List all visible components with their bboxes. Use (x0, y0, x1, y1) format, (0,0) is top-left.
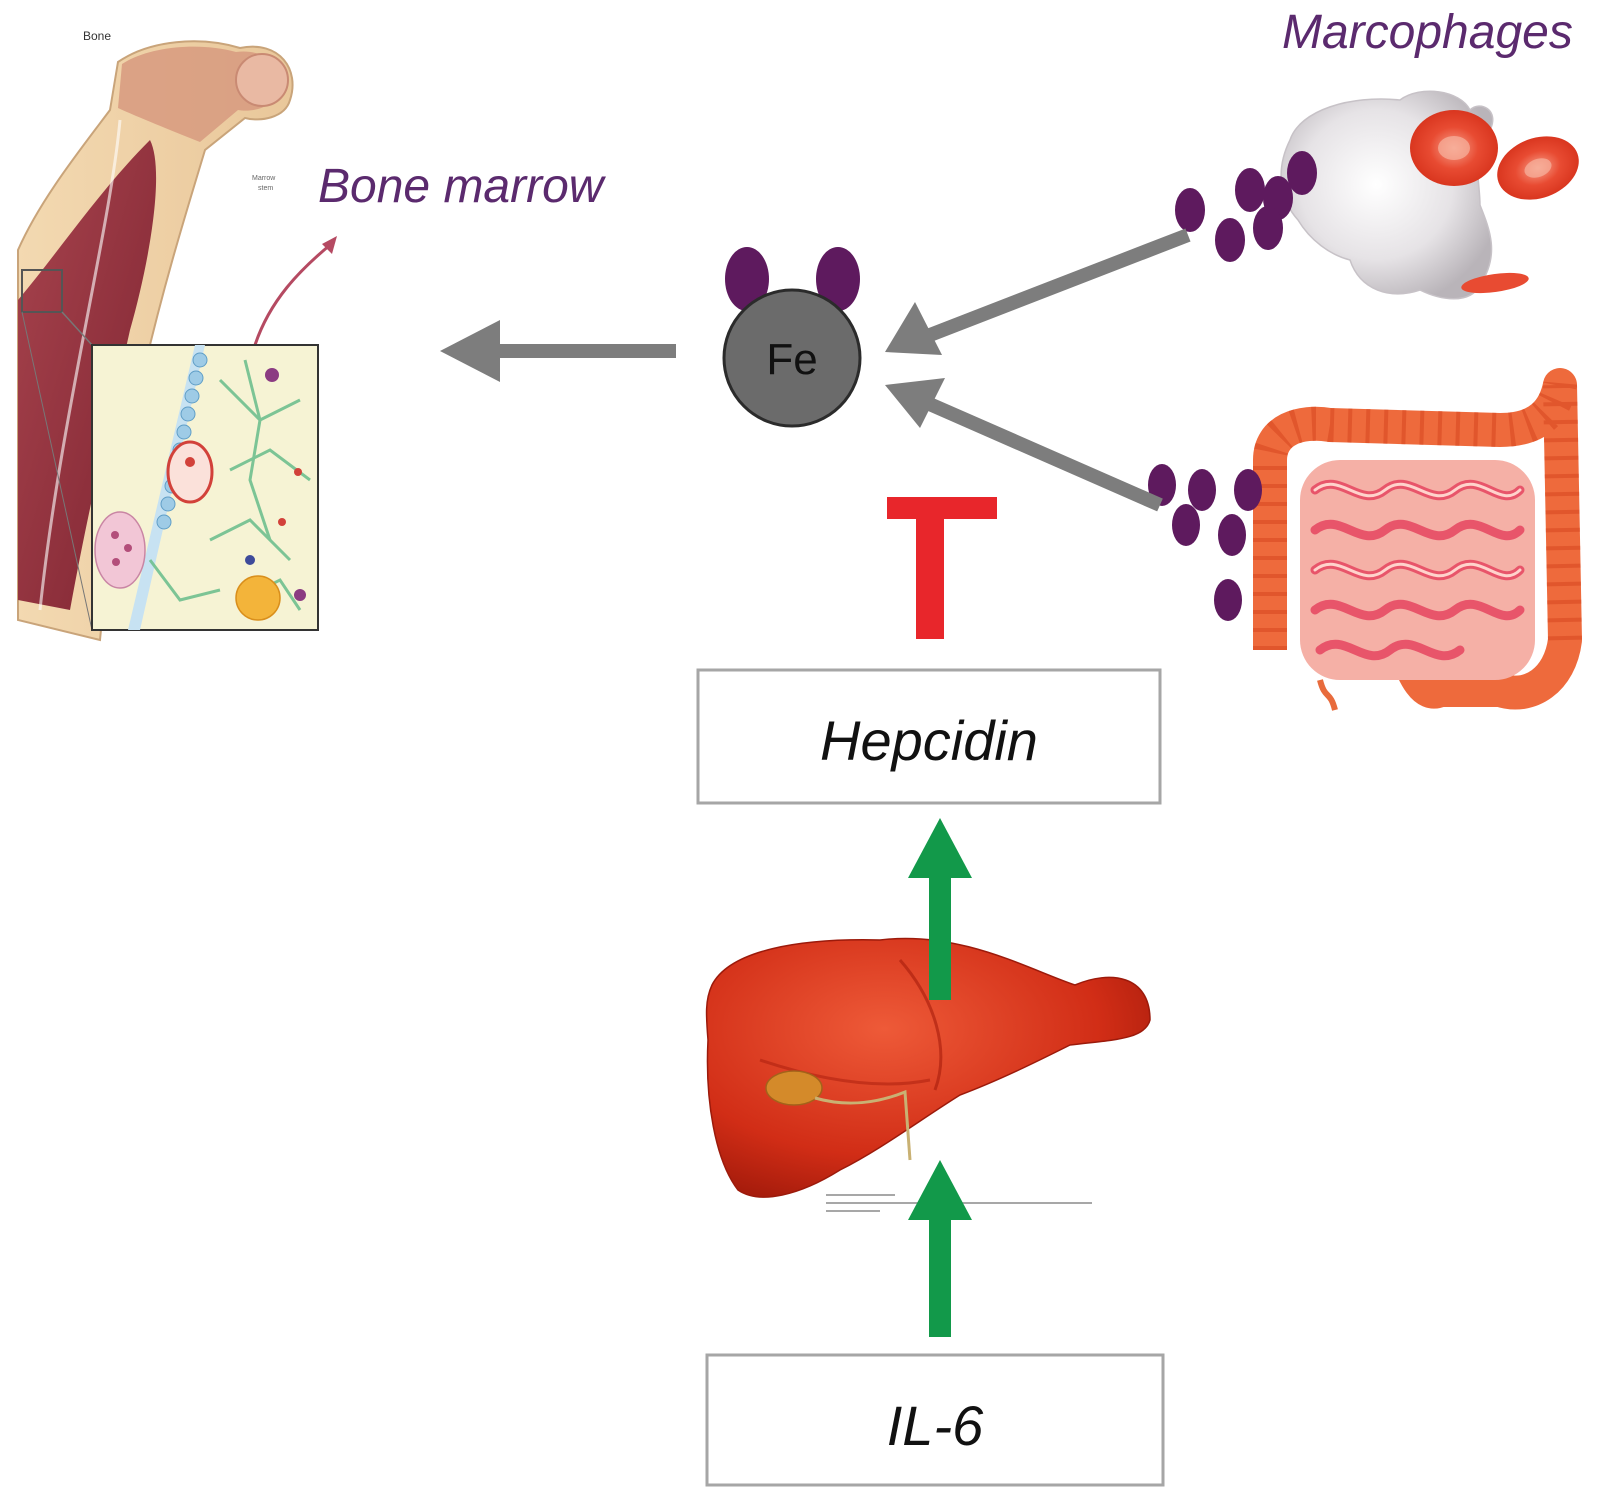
marrow-inset (91, 344, 319, 631)
bone-inset-title: Bone (83, 29, 111, 43)
hepcidin-label: Hepcidin (820, 709, 1038, 772)
il6-box: IL-6 (705, 1353, 1165, 1487)
intestine-iron-dots (1148, 464, 1262, 621)
bone-marrow-icon: Marrow stem (17, 40, 337, 642)
fe-transferrin-complex: Fe (722, 247, 862, 428)
bone-marrow-label: Bone marrow (318, 160, 607, 213)
macrophages-label: Marcophages (1282, 6, 1573, 59)
arrow-to-bone-marrow (440, 320, 676, 382)
arrow-from-macrophages (885, 228, 1191, 355)
il6-label: IL-6 (887, 1394, 984, 1457)
macrophage-icon (1280, 90, 1579, 300)
stimulate-arrow-lower (908, 1160, 972, 1337)
inhibition-bar (887, 497, 997, 639)
intestine-icon (1253, 368, 1582, 711)
arrow-from-intestine (885, 378, 1163, 512)
hepcidin-box: Hepcidin (696, 668, 1162, 805)
svg-text:Marrow: Marrow (252, 175, 276, 182)
fe-label: Fe (766, 335, 817, 384)
stimulate-arrow-upper (908, 818, 972, 1000)
svg-text:stem: stem (258, 185, 273, 192)
flow-arrows (440, 228, 1191, 512)
liver-icon (705, 937, 1151, 1212)
macrophage-iron-dots (1175, 151, 1317, 262)
